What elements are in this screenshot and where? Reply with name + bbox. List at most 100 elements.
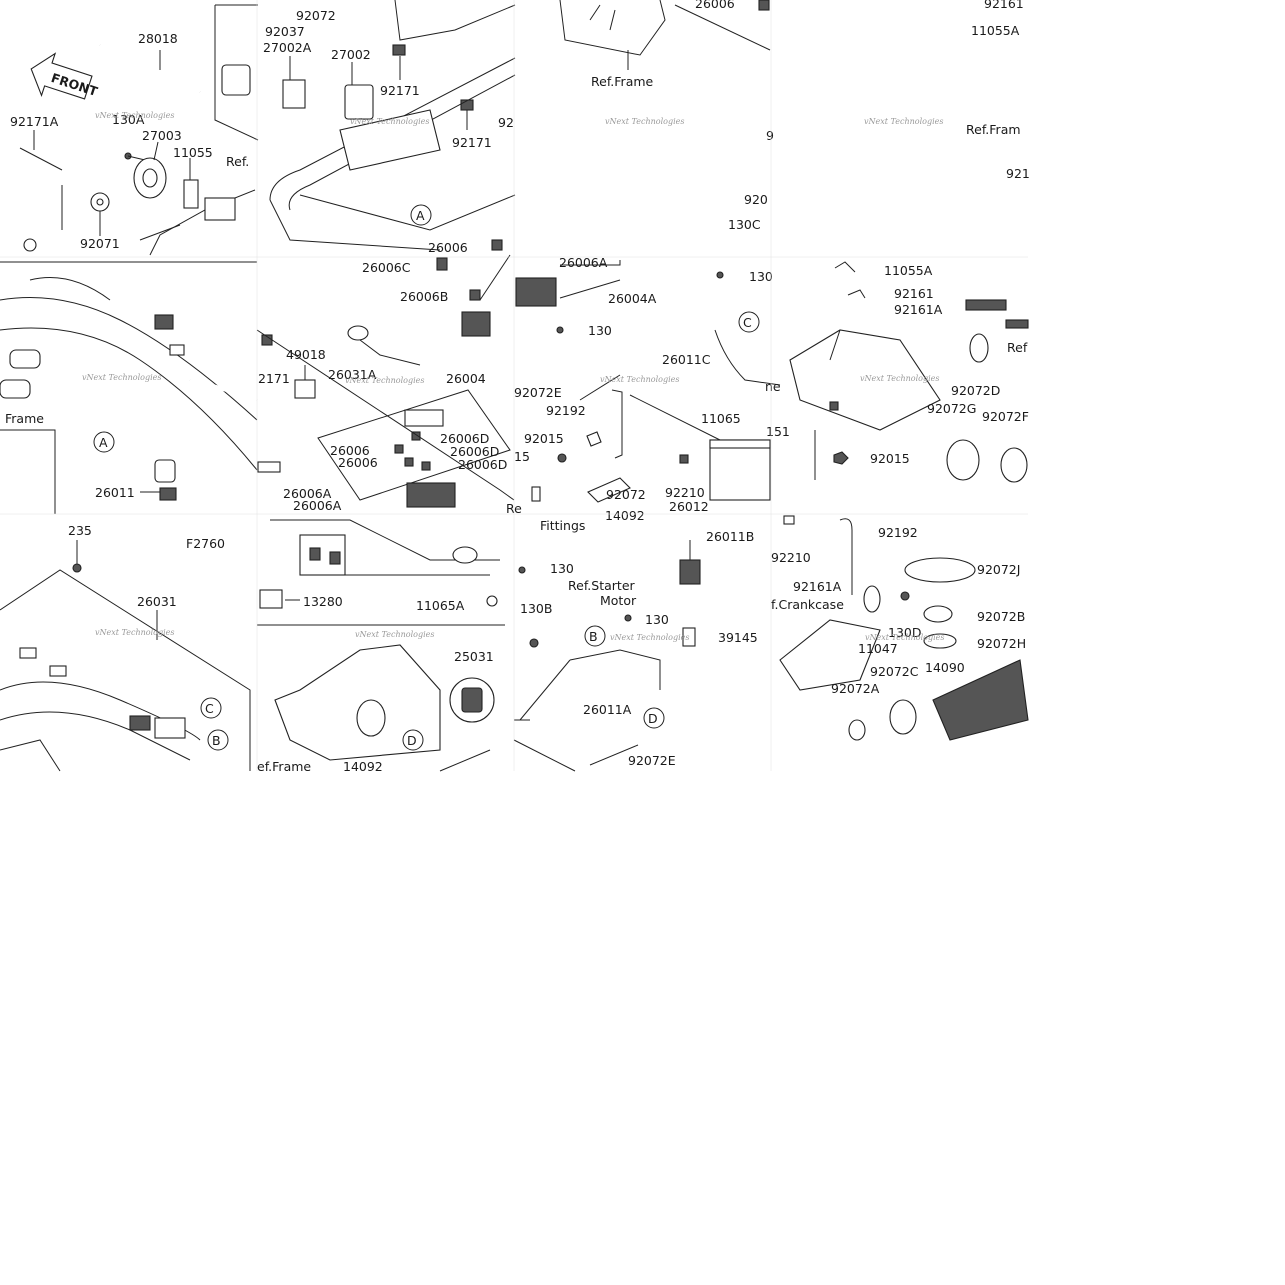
label-130-t11: 130 — [550, 561, 574, 576]
label-92072E-t7: 92072E — [514, 385, 562, 400]
tile-fusebox: 2171 49018 26031A 26004 26006 26006 2600… — [256, 325, 515, 513]
watermark: vNext Technologies — [610, 633, 689, 642]
label-92015-t8: 92015 — [870, 451, 910, 466]
tile-cover-meter: 13280 11065A 25031 ef.Frame D 14092 vNex… — [257, 519, 505, 774]
callout-D-t10: D — [407, 733, 417, 748]
label-49018: 49018 — [286, 347, 326, 362]
label-11055: 11055 — [173, 145, 213, 160]
label-F2760: F2760 — [186, 536, 225, 551]
label-ref-fram-t4: Ref.Fram — [966, 122, 1021, 137]
label-26004: 26004 — [446, 371, 486, 386]
label-92072D: 92072D — [951, 383, 1000, 398]
label-92071: 92071 — [80, 236, 120, 251]
label-26006D-2: 26006D — [450, 444, 499, 459]
label-92072H: 92072H — [977, 636, 1026, 651]
watermark: vNext Technologies — [865, 633, 944, 642]
watermark: vNext Technologies — [345, 376, 424, 385]
label-130B: 130B — [520, 601, 552, 616]
label-27003: 27003 — [142, 128, 182, 143]
label-26006-t3: 26006 — [695, 0, 735, 11]
label-26006A-t7: 26006A — [559, 255, 608, 270]
label-130-t7b: 130 — [749, 269, 773, 284]
watermark: vNext Technologies — [860, 374, 939, 383]
label-15: 15 — [514, 449, 530, 464]
label-130-t11b: 130 — [645, 612, 669, 627]
label-92210-t12: 92210 — [771, 550, 811, 565]
label-11065A: 11065A — [416, 598, 465, 613]
label-26006A-t6a: 26006A — [283, 486, 332, 501]
tile-crankcase-clamps: 92192 92210 92161A f.Crankcase 92072J 92… — [771, 515, 1029, 741]
label-frame-t5: Frame — [5, 411, 44, 426]
label-26006A-t6b: 26006A — [293, 498, 342, 513]
label-26011A: 26011A — [583, 702, 632, 717]
label-ref-frame-t3: Ref.Frame — [591, 74, 654, 89]
watermark: vNext Technologies — [355, 630, 434, 639]
label-14092-t10: 14092 — [343, 759, 383, 774]
label-26006C: 26006C — [362, 260, 411, 275]
label-crankcase: f.Crankcase — [771, 597, 844, 612]
label-92072G: 92072G — [927, 401, 976, 416]
label-235: 235 — [68, 523, 92, 538]
label-92161A-t8: 92161A — [894, 302, 943, 317]
label-26031: 26031 — [137, 594, 177, 609]
callout-C-t7: C — [743, 315, 752, 330]
tile-starter-cable: 130 Ref.Starter Motor 130B 130 39145 B 2… — [513, 540, 758, 772]
label-26031A: 26031A — [328, 367, 377, 382]
label-ne: ne — [765, 379, 781, 394]
label-92161-t4: 92161 — [984, 0, 1024, 11]
watermark: vNext Technologies — [864, 117, 943, 126]
tile-harness-left: Frame A 26011 vNext Technologies — [0, 261, 281, 514]
label-26012: 26012 — [669, 499, 709, 514]
label-130C: 130C — [728, 217, 761, 232]
label-2171: 2171 — [258, 371, 290, 386]
label-92192-t12: 92192 — [878, 525, 918, 540]
label-14092-t7: 14092 — [605, 508, 645, 523]
label-26006-t6b: 26006 — [338, 455, 378, 470]
label-26011B: 26011B — [706, 529, 754, 544]
label-92171-a: 92171 — [380, 83, 420, 98]
label-11065: 11065 — [701, 411, 741, 426]
label-130A: 130A — [112, 112, 145, 127]
callout-B-t11: B — [589, 629, 598, 644]
label-11047: 11047 — [858, 641, 898, 656]
label-9-t4: 9 — [766, 128, 774, 143]
label-92015-t7: 92015 — [524, 431, 564, 446]
label-92037: 92037 — [265, 24, 305, 39]
label-39145: 39145 — [718, 630, 758, 645]
label-fittings: Fittings — [540, 518, 585, 533]
label-27002: 27002 — [331, 47, 371, 62]
label-92072-t7: 92072 — [606, 487, 646, 502]
callout-D-t11: D — [648, 711, 658, 726]
callout-B-t9: B — [212, 733, 221, 748]
label-92072F: 92072F — [982, 409, 1029, 424]
label-92072E-t11: 92072E — [628, 753, 676, 768]
callout-C-t9: C — [205, 701, 214, 716]
label-151: 151 — [766, 424, 790, 439]
tile-frame-right: 92161 11055A Ref.Fram 921 920 130C 9 vNe… — [728, 0, 1030, 232]
label-motor: Motor — [600, 593, 637, 608]
label-130D: 130D — [888, 625, 921, 640]
label-92171-b: 92171 — [452, 135, 492, 150]
watermark: vNext Technologies — [95, 111, 174, 120]
label-13280: 13280 — [303, 594, 343, 609]
tile-frame-upper: 26006 Ref.Frame vNext Technologies — [559, 0, 771, 126]
label-92171A: 92171A — [10, 114, 59, 129]
label-25031: 25031 — [454, 649, 494, 664]
label-26006-t6a: 26006 — [330, 443, 370, 458]
watermark: vNext Technologies — [95, 628, 174, 637]
label-920-t4: 920 — [744, 192, 768, 207]
label-26006B: 26006B — [400, 289, 448, 304]
tile-seams — [0, 0, 1028, 771]
watermark: vNext Technologies — [350, 117, 429, 126]
label-92072-t2: 92072 — [296, 8, 336, 23]
label-ref-starter: Ref.Starter — [568, 578, 636, 593]
label-92072J: 92072J — [977, 562, 1020, 577]
watermark: vNext Technologies — [82, 373, 161, 382]
callout-A-t2: A — [416, 208, 425, 223]
label-92072A: 92072A — [831, 681, 880, 696]
tile-front-horn: FRONT 28018 92171A 130A 27003 11055 Ref. — [10, 4, 259, 256]
watermark: vNext Technologies — [600, 375, 679, 384]
label-11055A-t4: 11055A — [971, 23, 1020, 38]
label-27002A: 27002A — [263, 40, 312, 55]
